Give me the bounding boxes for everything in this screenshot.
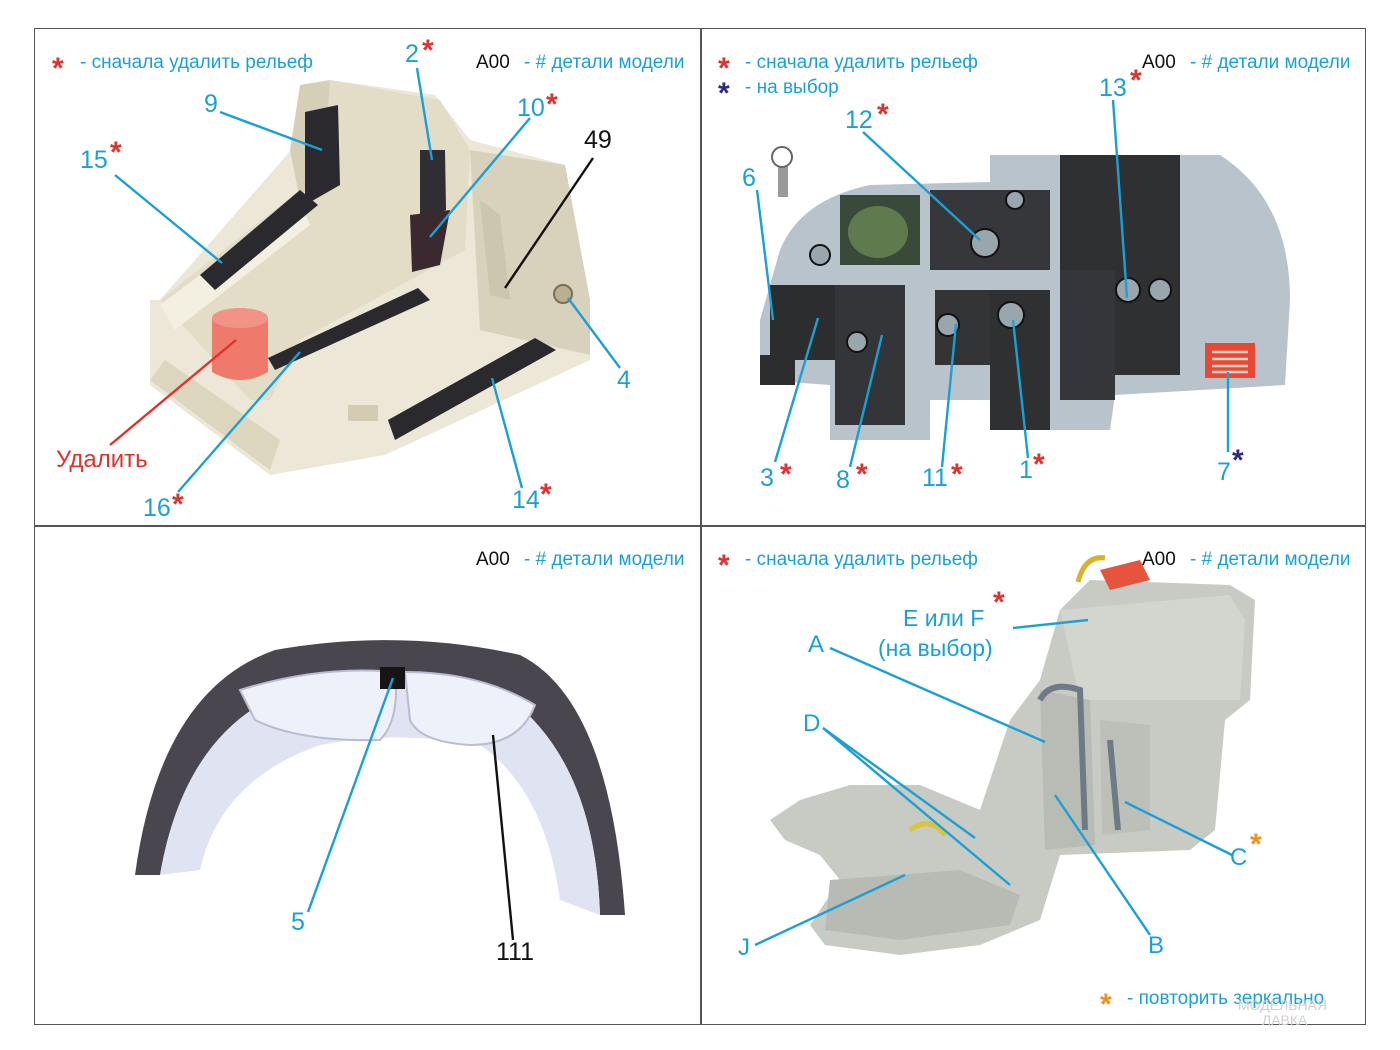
legend-remove-relief-tl: - сначала удалить рельеф <box>80 52 313 73</box>
callout-111: 111 <box>496 938 535 966</box>
callout-15: 15 <box>80 146 108 174</box>
callout-15-star: * <box>110 136 122 169</box>
part-desc-bl: - # детали модели <box>524 549 685 570</box>
legend-optional: - на выбор <box>745 77 839 98</box>
part-desc-tl: - # детали модели <box>524 52 685 73</box>
callout-6: 6 <box>742 164 756 192</box>
callout-1: 1 <box>1019 456 1033 484</box>
callout-9: 9 <box>204 90 218 118</box>
legend-remove-relief-br: - сначала удалить рельеф <box>745 549 978 570</box>
callout-5: 5 <box>291 908 305 936</box>
part-code-br: A00 <box>1142 549 1176 570</box>
legend-star-tr: * <box>718 52 730 85</box>
callout-7-star: * <box>1232 444 1244 477</box>
windscreen-image <box>135 640 625 915</box>
callout-13: 13 <box>1099 74 1127 102</box>
legend-mirror: - повторить зеркально <box>1127 988 1325 1009</box>
callout-j: J <box>738 934 750 961</box>
legend-star-mirror: * <box>1100 988 1112 1021</box>
callout-13-star: * <box>1130 64 1142 97</box>
callout-c-star: * <box>1250 828 1262 861</box>
callout-12-star: * <box>877 98 889 131</box>
part-code-tl: A00 <box>476 52 510 73</box>
callout-2-star: * <box>422 34 434 67</box>
callout-d: D <box>803 710 821 737</box>
horizontal-divider <box>34 525 1366 527</box>
watermark-logo: МОДЕЛЬНАЯ ЛАВКА <box>1238 998 1327 1027</box>
callout-4: 4 <box>617 366 631 394</box>
callout-14: 14 <box>512 486 540 514</box>
callout-16: 16 <box>143 494 171 522</box>
callout-3-star: * <box>780 458 792 491</box>
part-desc-br: - # детали модели <box>1190 549 1351 570</box>
legend-star-tl: * <box>52 52 64 85</box>
black-leader-lines <box>491 157 594 941</box>
leader-lines <box>114 67 1233 947</box>
instrument-panel-image <box>760 146 1290 440</box>
callout-3: 3 <box>760 464 774 492</box>
callout-11-star: * <box>951 458 963 491</box>
callout-1-star: * <box>1033 448 1045 481</box>
ejection-seat-image <box>770 555 1255 955</box>
callout-7: 7 <box>1217 458 1231 486</box>
callout-b: B <box>1148 932 1165 959</box>
watermark-line1: МОДЕЛЬНАЯ <box>1238 997 1327 1013</box>
watermark-line2: ЛАВКА <box>1262 1011 1308 1028</box>
legend-star-br: * <box>718 549 730 582</box>
callout-e-or-f-star: * <box>993 586 1005 619</box>
legend-remove-relief-tr: - сначала удалить рельеф <box>745 52 978 73</box>
callout-e-or-f: E или F <box>903 605 985 631</box>
callout-10-star: * <box>546 88 558 121</box>
remove-label: Удалить <box>56 446 148 473</box>
callout-12: 12 <box>845 106 873 134</box>
legend-star-optional: * <box>718 77 730 110</box>
callout-e-or-f-optional: (на выбор) <box>878 635 993 661</box>
callout-c: C <box>1230 844 1248 871</box>
vertical-divider <box>700 28 702 1025</box>
callout-a: A <box>808 631 825 658</box>
remove-leader-line <box>109 339 237 446</box>
callout-10: 10 <box>517 94 545 122</box>
callout-8: 8 <box>836 466 850 494</box>
callout-8-star: * <box>856 458 868 491</box>
callout-14-star: * <box>540 478 552 511</box>
cockpit-tub-image <box>150 80 590 475</box>
callout-49: 49 <box>584 126 612 154</box>
callout-2: 2 <box>405 40 419 68</box>
part-code-bl: A00 <box>476 549 510 570</box>
part-desc-tr: - # детали модели <box>1190 52 1351 73</box>
part-code-tr: A00 <box>1142 52 1176 73</box>
callout-11: 11 <box>922 464 948 492</box>
callout-16-star: * <box>172 488 184 521</box>
